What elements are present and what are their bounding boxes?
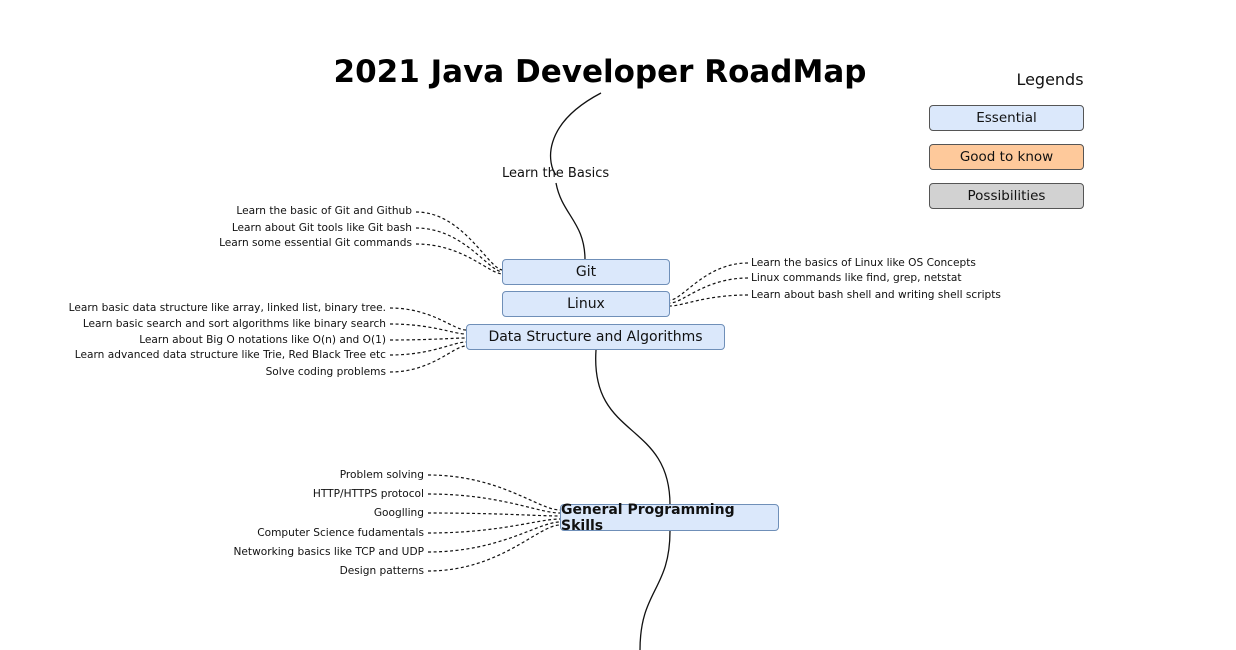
dsa-leaf-1: Learn basic data structure like array, l… xyxy=(68,302,386,314)
gps-leaf-connector-4 xyxy=(427,518,561,534)
linux-leaf-3: Learn about bash shell and writing shell… xyxy=(751,289,1001,301)
dsa-leaf-connector-4 xyxy=(389,341,467,356)
linux-leaf-1: Learn the basics of Linux like OS Concep… xyxy=(751,257,976,269)
roadmap-title: 2021 Java Developer RoadMap xyxy=(333,54,867,90)
gps-leaf-connector-1 xyxy=(427,474,561,511)
linux-leaf-connector-1 xyxy=(669,262,749,301)
git-leaf-connector-3 xyxy=(415,243,504,275)
gps-leaf-1: Problem solving xyxy=(339,469,424,481)
node-linux[interactable]: Linux xyxy=(502,291,670,317)
dsa-leaf-4: Learn advanced data structure like Trie,… xyxy=(74,349,386,361)
dsa-leaf-connector-3 xyxy=(389,337,467,341)
gps-leaf-5: Networking basics like TCP and UDP xyxy=(233,546,424,558)
leaf-connectors xyxy=(389,211,749,572)
gps-leaf-connector-6 xyxy=(427,524,561,572)
dsa-leaf-5: Solve coding problems xyxy=(265,366,386,378)
linux-leaf-2: Linux commands like find, grep, netstat xyxy=(751,272,962,284)
gps-leaf-3: Googlling xyxy=(373,507,424,519)
node-data-structure-algorithms[interactable]: Data Structure and Algorithms xyxy=(466,324,725,350)
node-git[interactable]: Git xyxy=(502,259,670,285)
gps-leaf-connector-2 xyxy=(427,493,561,514)
legend-possibilities: Possibilities xyxy=(929,183,1084,209)
git-leaf-3: Learn some essential Git commands xyxy=(219,237,412,249)
linux-leaf-connector-3 xyxy=(669,294,749,307)
dsa-leaf-2: Learn basic search and sort algorithms l… xyxy=(82,318,386,330)
gps-leaf-4: Computer Science fudamentals xyxy=(257,527,424,539)
gps-leaf-2: HTTP/HTTPS protocol xyxy=(312,488,424,500)
gps-leaf-connector-3 xyxy=(427,512,561,517)
node-general-programming-skills[interactable]: General Programming Skills xyxy=(560,502,779,534)
dsa-leaf-connector-1 xyxy=(389,307,467,331)
git-leaf-connector-2 xyxy=(415,227,504,273)
dsa-leaf-3: Learn about Big O notations like O(n) an… xyxy=(139,334,386,346)
legend-essential: Essential xyxy=(929,105,1084,131)
stage-learn-the-basics: Learn the Basics xyxy=(502,166,610,181)
spine-gps-down xyxy=(639,530,671,650)
spine-stage-to-git xyxy=(555,182,586,261)
linux-leaf-connector-2 xyxy=(669,277,749,304)
gps-leaf-connector-5 xyxy=(427,521,561,553)
legend-good-to-know: Good to know xyxy=(929,144,1084,170)
spine-title-to-stage xyxy=(549,92,602,176)
spine-dsa-to-gps xyxy=(595,349,671,506)
dsa-leaf-connector-2 xyxy=(389,323,467,335)
legend-title: Legends xyxy=(1016,70,1084,89)
git-leaf-2: Learn about Git tools like Git bash xyxy=(231,222,412,234)
gps-leaf-6: Design patterns xyxy=(339,565,424,577)
dsa-leaf-connector-5 xyxy=(389,345,467,373)
git-leaf-1: Learn the basic of Git and Github xyxy=(236,205,412,217)
